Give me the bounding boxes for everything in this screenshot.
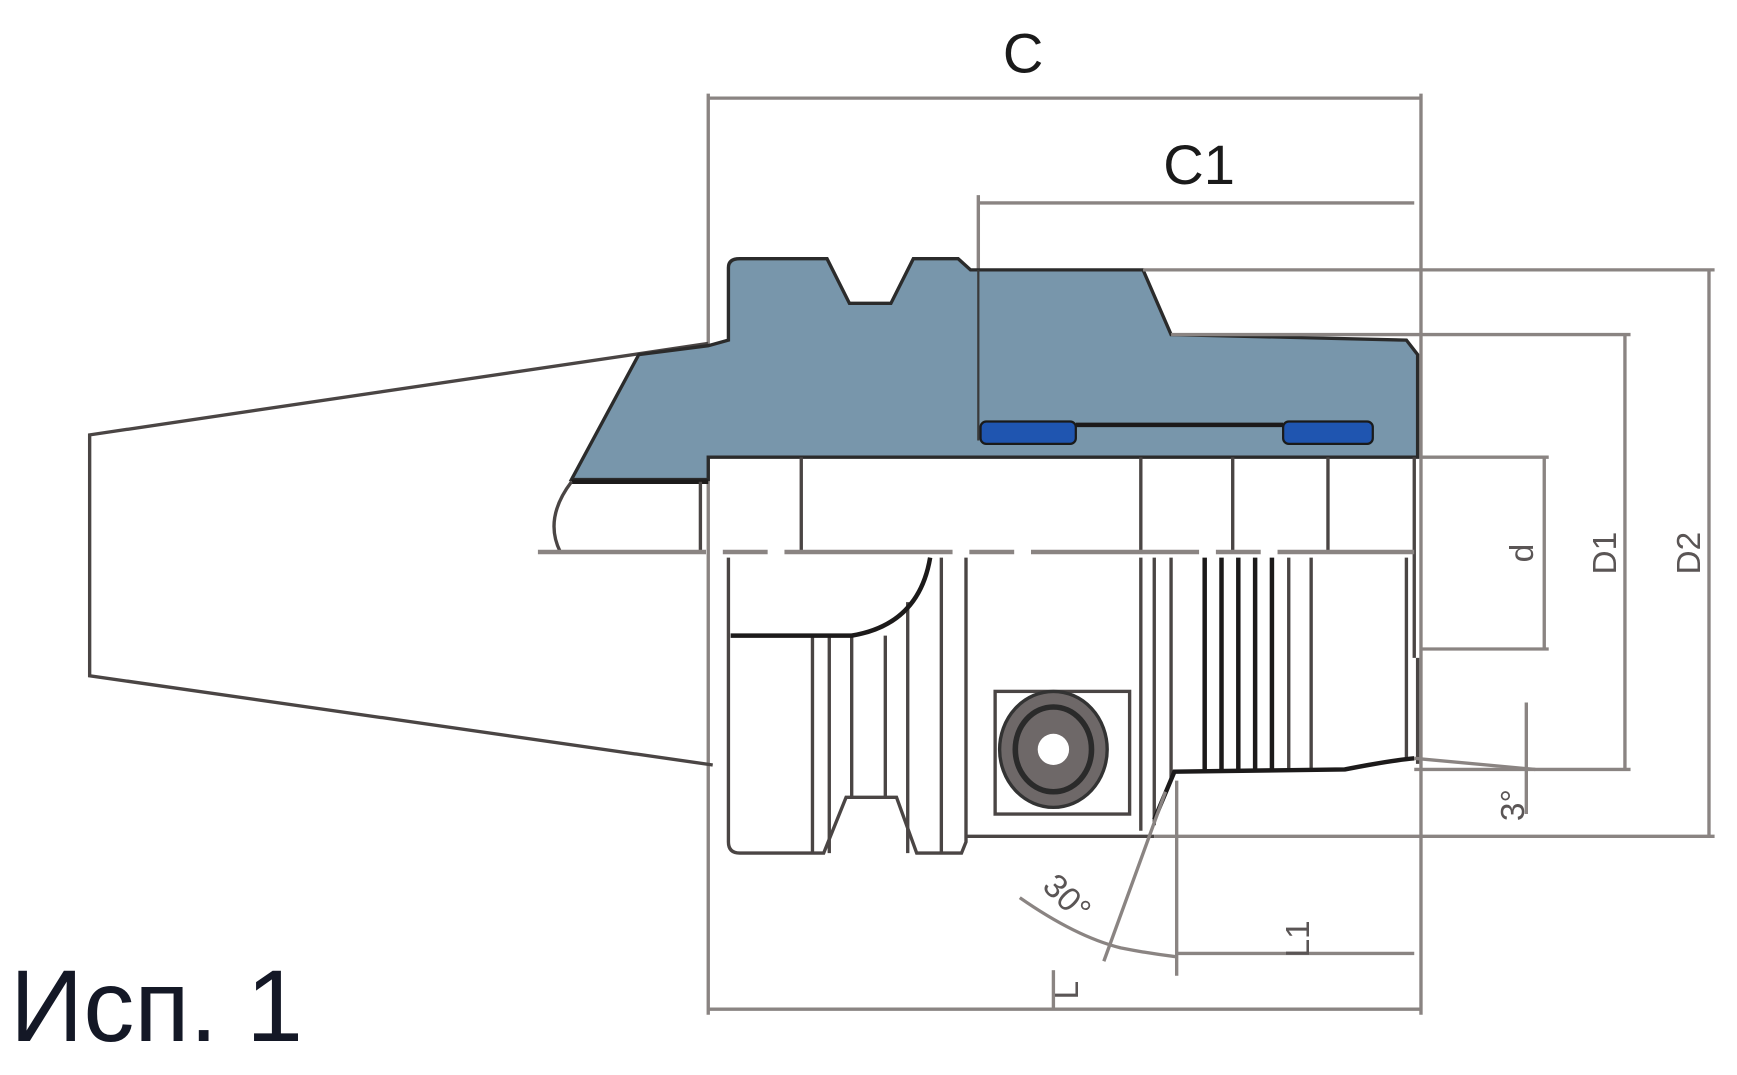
- flange-fillet: [730, 557, 933, 638]
- taper-angle-label: 3°: [1495, 789, 1532, 821]
- dimension-l1-label: L1: [1280, 920, 1317, 957]
- dimension-d-label: d: [1504, 544, 1541, 563]
- flange-outline: [726, 557, 968, 855]
- dimension-c1-label: C1: [1163, 133, 1235, 196]
- taper-angle-line: [1414, 756, 1536, 772]
- screw-inner-ring: [1012, 704, 1095, 795]
- angle-extension: [1102, 791, 1168, 962]
- variant-caption: Исп. 1: [10, 949, 303, 1063]
- insert-left: [979, 420, 1077, 445]
- dimension-d1-label: D1: [1587, 532, 1624, 575]
- screw-hex-socket: [1037, 733, 1070, 765]
- dimension-l-label: L: [1049, 981, 1086, 1000]
- taper-shank: [87, 341, 713, 767]
- dimension-c-label: C: [1003, 22, 1043, 85]
- section-body: [568, 257, 1420, 482]
- bore-curve: [552, 480, 573, 553]
- nut-bottom: [1152, 756, 1415, 821]
- angle-label: 30°: [1035, 867, 1097, 929]
- insert-right: [1282, 420, 1374, 445]
- angle-arc: [1018, 896, 1177, 959]
- dimension-d2-label: D2: [1671, 532, 1708, 575]
